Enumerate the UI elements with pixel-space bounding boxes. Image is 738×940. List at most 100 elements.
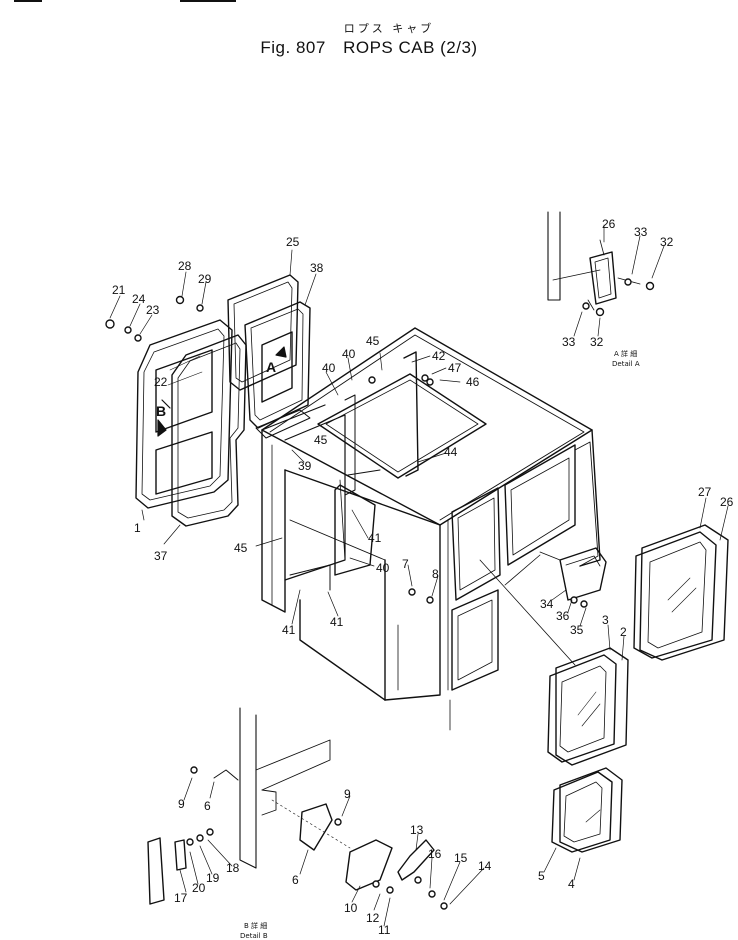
callout-32a: 32 (660, 235, 674, 249)
plate-11 (345, 839, 393, 891)
callout-43: 42 (432, 349, 446, 363)
callout-numbers: 21 24 23 28 29 25 38 22 1 37 45 45 39 45… (112, 217, 734, 937)
rear-left-pillar (384, 524, 441, 701)
detail-a-bracket (589, 251, 617, 305)
callout-26: 25 (286, 235, 300, 249)
callout-23: 22 (154, 375, 168, 389)
figure-title-japanese: ロプス キャブ (343, 22, 435, 35)
detail-b-label-jp: B 詳 細 (244, 921, 267, 930)
front-left-pillar (261, 429, 286, 613)
callout-46: 46 (466, 375, 480, 389)
door-glass-upper (155, 349, 213, 433)
detail-labels: A 詳 細 Detail A B 詳 細 Detail B (240, 349, 640, 940)
handle-14 (397, 839, 435, 881)
window-38-glass (261, 331, 293, 403)
glass-4-5 (551, 767, 623, 853)
marker-a: A (266, 359, 276, 375)
callout-22: 21 (112, 283, 126, 297)
callout-24: 23 (146, 303, 160, 317)
callout-40a: 40 (342, 347, 356, 361)
callout-4: 4 (568, 877, 575, 891)
view-markers: A B (156, 359, 276, 419)
callout-2: 2 (620, 625, 627, 639)
callout-1: 1 (134, 521, 141, 535)
callout-32b: 32 (590, 335, 604, 349)
callout-16: 15 (454, 851, 468, 865)
callout-30: 29 (198, 272, 212, 286)
detail-a-label-jp: A 詳 細 (614, 349, 637, 358)
front-frame-assembly (261, 351, 419, 591)
callout-11: 10 (344, 901, 358, 915)
figure-number: Fig. 807 (260, 38, 326, 57)
callout-25: 24 (132, 292, 146, 306)
callout-37: 37 (154, 549, 168, 563)
side-window-front (451, 487, 501, 601)
callout-5: 5 (538, 869, 545, 883)
figure-title: Fig. 807 ROPS CAB (2/3) (0, 38, 738, 58)
hinge-bracket (403, 351, 419, 477)
roof-hatch (317, 373, 487, 479)
fasteners (105, 278, 655, 910)
callout-45a: 45 (234, 541, 248, 555)
callout-34: 34 (540, 597, 554, 611)
fixed-window-27-28 (633, 524, 729, 661)
window-frame-38 (244, 301, 311, 429)
side-window-rear (504, 444, 576, 566)
detail-b-pillar (147, 837, 165, 905)
callout-28: 27 (698, 485, 712, 499)
callout-41a: 41 (282, 623, 296, 637)
callout-10: 9 (344, 787, 351, 801)
wiper-panel (334, 484, 376, 576)
callout-42: 41 (368, 531, 382, 545)
callout-47: 47 (448, 361, 462, 375)
callout-38: 38 (310, 261, 324, 275)
door-glass-lower (155, 431, 213, 495)
seal-5 (551, 771, 613, 853)
figure-name: ROPS CAB (2/3) (343, 38, 478, 57)
callout-31: 26 (602, 217, 616, 231)
callout-39: 39 (298, 459, 312, 473)
top-margin-mark (180, 0, 236, 2)
callout-41b: 41 (330, 615, 344, 629)
bracket-34 (539, 547, 607, 601)
callout-9: 8 (432, 567, 439, 581)
cab-roof (261, 327, 593, 526)
callout-44: 44 (444, 445, 458, 459)
callout-17: 16 (428, 847, 442, 861)
seal-28 (633, 531, 717, 659)
callout-8: 7 (402, 557, 409, 571)
door-1 (135, 319, 233, 509)
callout-6a: 6 (204, 799, 211, 813)
callout-6b: 6 (292, 873, 299, 887)
callout-29: 28 (178, 259, 192, 273)
seal-3 (547, 654, 617, 763)
front-lower (299, 599, 386, 701)
callout-14: 13 (410, 823, 424, 837)
callout-12: 11 (378, 923, 391, 937)
door-assembly-left (135, 319, 247, 527)
callout-33b: 33 (562, 335, 576, 349)
detail-a-label: Detail A (612, 360, 640, 368)
cab-body (261, 327, 601, 731)
callout-45b: 45 (314, 433, 328, 447)
door-frame-37 (171, 334, 247, 527)
cab-roof-edge (269, 334, 585, 521)
roof-hatch-inner (325, 379, 479, 473)
callout-40b: 40 (322, 361, 336, 375)
detail-b-label: Detail B (240, 932, 268, 940)
rear-right-pillar (579, 429, 601, 567)
callout-3: 3 (602, 613, 609, 627)
callout-27: 26 (720, 495, 734, 509)
top-margin-mark (14, 0, 42, 2)
callout-21: 20 (192, 881, 206, 895)
glass-27 (639, 524, 729, 661)
callout-40c: 40 (376, 561, 390, 575)
sliding-glass-2-3 (547, 647, 629, 766)
glass-2 (555, 647, 629, 766)
callout-19: 18 (226, 861, 240, 875)
marker-b: B (156, 403, 166, 419)
callout-36: 36 (556, 609, 570, 623)
detail-b-view (147, 707, 435, 905)
